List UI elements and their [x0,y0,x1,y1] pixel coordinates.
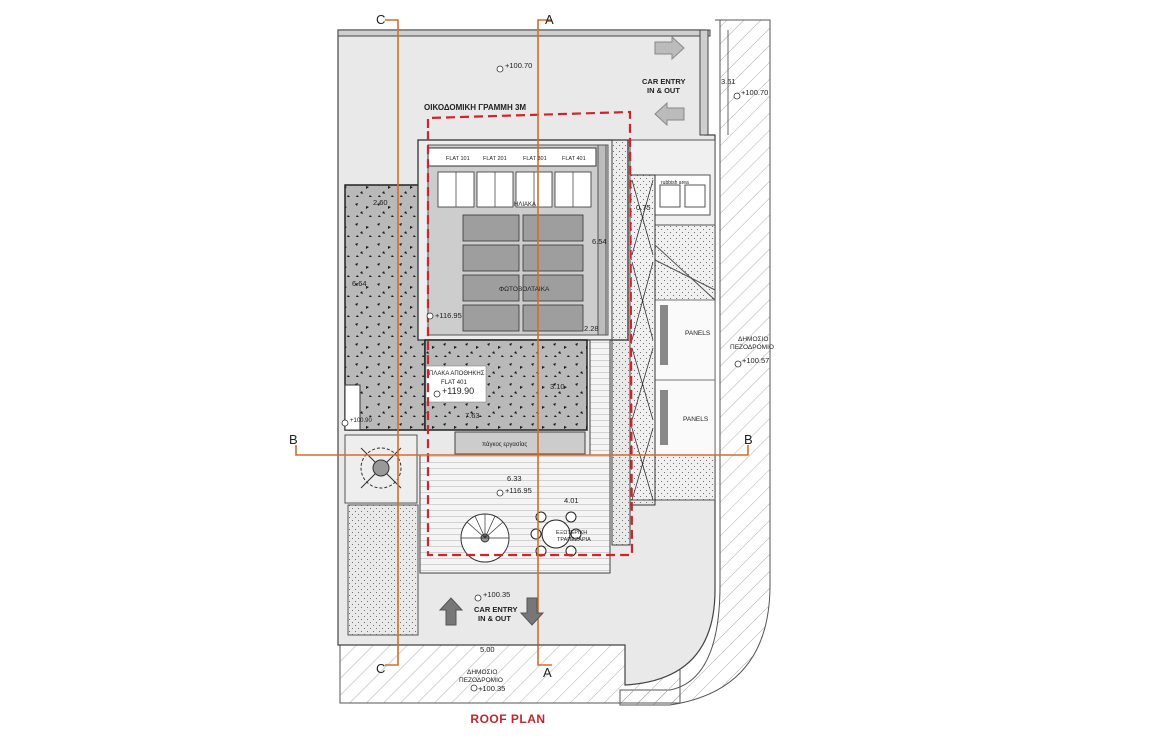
sidewalk-right-line1: ΔΗΜΟΣΙΟ [738,336,768,343]
workbench-label: πάγκος εργασίας [482,441,527,448]
heaters-label: ΗΛΙΑΚΑ [514,202,536,208]
stair-landing-bottom [654,454,716,501]
photovoltaics-label: ΦΩΤΟΒΟΛΤΑΙΚΑ [499,286,550,293]
outdoor-table-line1: ΕΞΩΤΕΡΙΚΗ [556,530,587,536]
spiral-stair [460,513,510,563]
dim-0-75: 0.75 [636,203,651,212]
building-line [426,110,634,557]
section-marker-c-bottom: C [376,661,385,676]
dim-2-60: 2.60 [373,198,388,207]
dim-3-10: 3.10 [550,382,565,391]
flat-label-101: FLAT 101 [446,156,470,162]
storage-slab-label: ΠΛΑΚΑ ΑΠΟΘΗΚΗΣ [429,371,485,377]
section-marker-c-top: C [376,12,385,27]
section-marker-b-left: B [289,432,298,447]
photovoltaic-panels [462,214,584,332]
flat-label-301: FLAT 301 [523,156,547,162]
section-marker-a-top: A [545,12,554,27]
drawing-title: ROOF PLAN [470,712,546,726]
level-right-street: +100.57 [742,356,769,365]
car-entry-bottom-line1: CAR ENTRY [474,605,517,614]
panels-label-1: PANELS [685,330,711,337]
outdoor-table-line2: ΤΡΑΠΕΖΑΡΙΑ [557,537,591,543]
flat-label-401: FLAT 401 [562,156,586,162]
storage-flat-label: FLAT 401 [441,380,467,386]
level-roof-terrace: +116.95 [435,311,462,320]
planter-strip [611,139,631,546]
dim-6-64: 6.64 [352,279,367,288]
terrace-deck [419,454,611,574]
dim-7-63: 7.63 [465,411,480,420]
workbench [454,431,586,455]
car-entry-top-line2: IN & OUT [647,86,680,95]
building-line-label: ΟΙΚΟΔΟΜΙΚΗ ΓΡΑΜΜΗ 3Μ [424,103,526,112]
flat-label-201: FLAT 201 [483,156,507,162]
level-marker [341,65,742,692]
car-entry-top-line1: CAR ENTRY [642,77,685,86]
level-terrace: +116.95 [505,486,532,495]
level-top-street: +100.70 [741,88,768,97]
section-lines [295,19,749,666]
stair-landing-top [654,224,716,301]
shaft-column [629,174,656,506]
car-entry-bottom-line2: IN & OUT [478,614,511,623]
level-top-yard: +100.70 [505,61,532,70]
sidewalk-bottom-line2: ΠΕΖΟΔΡΟΜΙΟ [459,677,503,684]
section-marker-a-bottom: A [543,665,552,680]
level-bottom-street: +100.35 [478,684,505,693]
rubbish-label: rubbish area [661,180,689,186]
gate-wall [699,29,709,136]
level-storage-slab: +119.90 [442,386,474,396]
dim-2-28: 2.28 [584,324,599,333]
dim-6-33: 6.33 [507,474,522,483]
dim-4-01: 4.01 [564,496,579,505]
sidewalk-bottom [339,644,681,704]
section-marker-b-right: B [744,432,753,447]
dim-5-00: 5.00 [480,645,495,654]
sidewalk-bottom-line1: ΔΗΜΟΣΙΟ [467,669,497,676]
sidewalk-right-line2: ΠΕΖΟΔΡΟΜΙΟ [730,344,774,351]
dim-6-54: 6.54 [592,237,607,246]
car-entry-arrows-bottom [438,597,545,626]
level-side: +100.90 [350,418,373,424]
parking-left [347,504,419,636]
car-entry-arrows-top [654,35,685,127]
sidewalk-right [619,19,771,706]
outer-wall [337,29,711,37]
panels-label-2: PANELS [683,416,709,423]
level-entry: +100.35 [483,590,510,599]
